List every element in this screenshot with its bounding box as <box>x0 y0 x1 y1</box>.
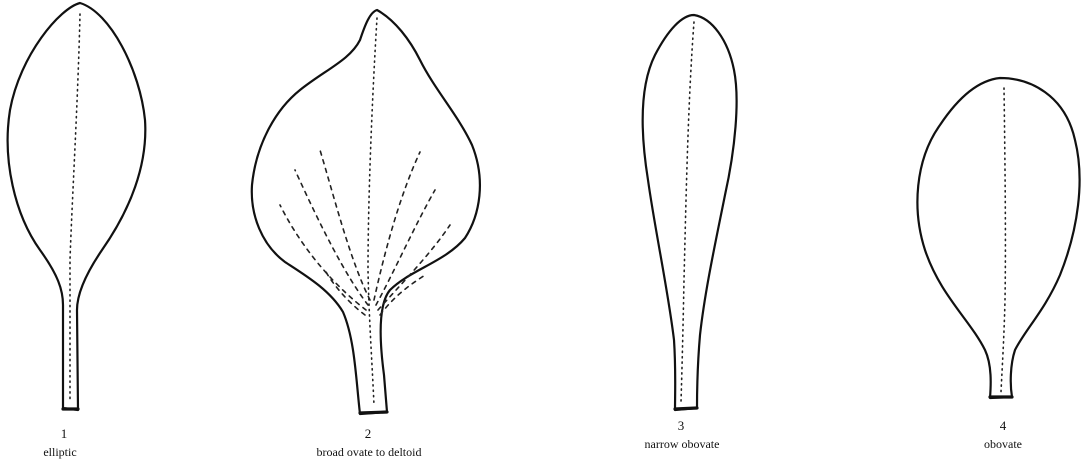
leaf-2-label: broad ovate to deltoid <box>317 445 422 459</box>
leaf-1-outline <box>8 3 146 410</box>
leaf-3-petiole-base <box>675 408 697 409</box>
leaf-4-label: obovate <box>984 437 1022 451</box>
leaf-2-outline <box>252 10 480 414</box>
leaf-1-label: elliptic <box>43 445 76 459</box>
leaf-3-narrow-obovate <box>643 15 737 410</box>
leaf-4-obovate <box>917 78 1079 398</box>
leaf-3-label: narrow obovate <box>645 437 720 451</box>
leaf-4-number: 4 <box>1000 418 1007 433</box>
leaf-3-number: 3 <box>678 418 685 433</box>
leaf-2-number: 2 <box>365 426 372 441</box>
leaf-3-outline <box>643 15 737 410</box>
leaf-2-broad-ovate-to-deltoid <box>252 10 480 414</box>
leaf-1-elliptic <box>8 3 146 410</box>
leaf-1-number: 1 <box>61 426 68 441</box>
leaf-2-petiole-base <box>360 412 387 413</box>
leaf-4-outline <box>917 78 1079 398</box>
